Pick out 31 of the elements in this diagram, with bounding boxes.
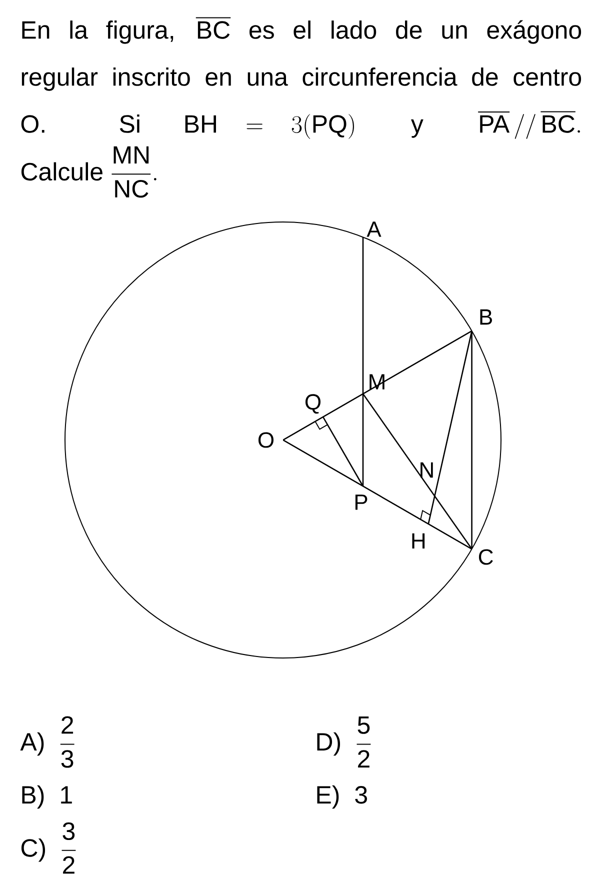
answer-option: C) $\dfrac{\text{3}}{\text{2}}$ <box>21 822 76 874</box>
answer-option: E) 3 <box>317 785 367 809</box>
point-label: H <box>412 533 425 548</box>
point-label: B <box>480 309 492 325</box>
line-segment <box>428 331 472 524</box>
line-segment <box>362 394 472 550</box>
answer-option: D) $\dfrac{\text{5}}{\text{2}}$ <box>317 716 371 768</box>
line-segment <box>322 416 364 486</box>
line-segment <box>282 440 472 550</box>
label: O. <box>21 115 44 133</box>
label: Si <box>120 114 140 133</box>
answer-option: B) 1 <box>22 785 72 809</box>
question-prompt: Calcule $\dfrac{\text{MN}}{\text{NC}}.$ <box>21 146 156 198</box>
label: En la figura, <box>22 20 174 44</box>
label: y <box>410 119 424 138</box>
label: $\overline{\text{PA}}\,//\,\overline{\text{BC}}.$ <box>478 112 580 139</box>
line-segment <box>471 331 472 549</box>
line-segment <box>362 237 364 486</box>
question-text: En la figura, $\overline{\text{BC}}$ es el lado de un exágono regular inscrito en una circunferencia de centro O. Si $\text{BH}=3(\text{PQ})$ y $\overline{\text{PA}}\,//\,\overline{\text{BC}}.$ <box>21 18 582 139</box>
label: $\overline{\text{BC}}$ <box>196 18 231 39</box>
point-label: Q <box>305 394 320 414</box>
point-label: C <box>478 549 493 565</box>
point-label: P <box>355 494 368 510</box>
label: regular inscrito en una circunferencia de centro <box>22 68 582 91</box>
line-segment <box>282 330 472 440</box>
label: es el lado de un exágono <box>250 20 582 44</box>
label: $\text{BH}=3(\text{PQ})$ <box>185 114 354 139</box>
point-label: N <box>420 462 433 478</box>
point-label: O <box>258 432 274 448</box>
answer-option: A) $\dfrac{\text{2}}{\text{3}}$ <box>20 716 74 768</box>
point-label: A <box>366 222 382 237</box>
